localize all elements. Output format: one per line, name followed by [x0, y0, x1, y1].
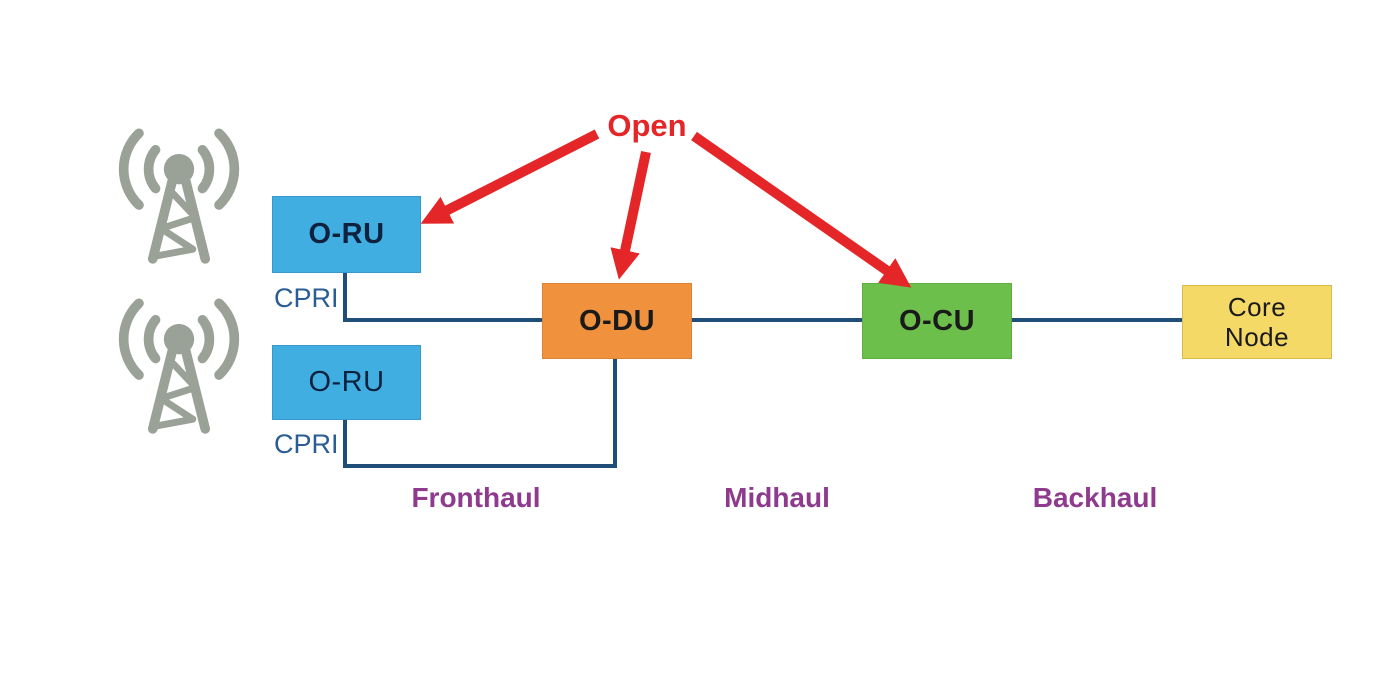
connector-oru1-drop [343, 271, 347, 322]
node-o-ru-1: O-RU [272, 196, 421, 273]
connector-backhaul-line [1010, 318, 1182, 322]
node-core-node: Core Node [1182, 285, 1332, 359]
node-label: O-RU [308, 366, 385, 398]
node-label: O-RU [308, 218, 385, 250]
connector-oru2-drop [343, 418, 347, 468]
node-label: Core Node [1224, 292, 1290, 352]
open-arrow-to-ocu [691, 131, 912, 288]
cpri-label-2: CPRI [274, 429, 339, 459]
open-arrow-to-odu [610, 150, 651, 280]
cell-tower-icon [118, 298, 240, 434]
node-label: O-CU [898, 304, 976, 337]
connector-fronthaul-line [343, 318, 542, 322]
node-label: O-DU [578, 304, 656, 337]
connector-odu-riser [613, 355, 617, 468]
cpri-label-1: CPRI [274, 283, 339, 313]
segment-label-midhaul: Midhaul [724, 482, 830, 513]
connector-oru2-horizontal [343, 464, 617, 468]
node-o-ru-2: O-RU [272, 345, 421, 420]
connector-midhaul-line [690, 318, 862, 322]
node-o-cu: O-CU [862, 283, 1012, 359]
open-arrow-to-oru [420, 129, 600, 224]
segment-label-backhaul: Backhaul [1032, 482, 1158, 513]
open-label: Open [607, 108, 687, 143]
node-o-du: O-DU [542, 283, 692, 359]
cell-tower-icon [118, 128, 240, 264]
segment-label-fronthaul: Fronthaul [411, 482, 541, 513]
